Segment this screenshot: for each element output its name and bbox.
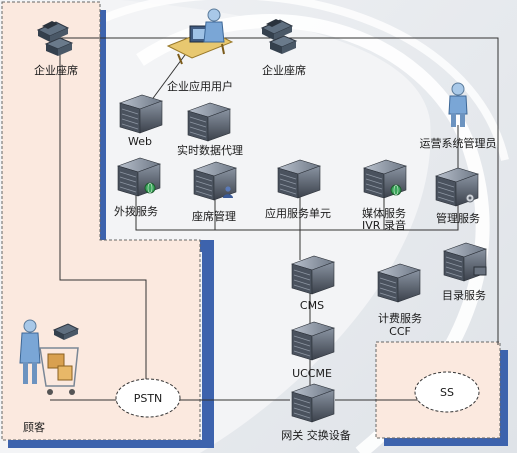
billing-label-2: CCF <box>389 325 411 338</box>
administrator-person-icon <box>448 82 468 127</box>
desktop-computer-icon-right <box>268 35 298 54</box>
billing-server-icon <box>377 263 421 303</box>
phone-icon-right <box>260 19 294 40</box>
customer-label: 顾客 <box>23 421 45 434</box>
background-swoosh <box>120 0 517 453</box>
outbound-server-icon <box>117 157 161 197</box>
mgmt-server-icon <box>435 167 479 207</box>
directory-service-label: 目录服务 <box>442 289 486 302</box>
pstn-label: PSTN <box>133 392 163 405</box>
app-service-unit-label: 应用服务单元 <box>265 207 331 220</box>
seat-mgmt-label: 座席管理 <box>192 210 236 223</box>
media-service-label: 媒体服务 <box>362 207 406 220</box>
seat-mgmt-server-icon <box>193 161 237 201</box>
ss-cloud <box>414 371 480 413</box>
servers <box>117 94 487 423</box>
outbound-label: 外拨服务 <box>114 205 158 218</box>
mgmt-service-label: 管理服务 <box>436 212 480 225</box>
realtime-proxy-server-icon <box>187 102 231 142</box>
directory-server-icon <box>443 242 487 282</box>
seat-left-label: 企业座席 <box>34 64 78 77</box>
ss-label: SS <box>440 386 454 399</box>
seat-right-label: 企业座席 <box>262 64 306 77</box>
realtime-proxy-label: 实时数据代理 <box>177 144 243 157</box>
desktop-computer-icon <box>44 37 74 56</box>
gateway-server-icon <box>291 383 335 423</box>
app-service-server-icon <box>277 159 321 199</box>
cms-label: CMS <box>299 299 325 312</box>
ops-admin-label: 运营系统管理员 <box>419 137 497 150</box>
web-label: Web <box>128 135 152 148</box>
customer-shopping-cart-icon <box>19 319 79 395</box>
cms-server-icon <box>291 255 335 295</box>
pstn-cloud <box>115 378 181 418</box>
billing-label: 计费服务 <box>378 312 422 325</box>
office-user-icon <box>166 8 234 65</box>
ucme-label: UCCME <box>292 367 332 380</box>
left-panel <box>1 1 201 441</box>
background-arc-2 <box>98 0 509 161</box>
gateway-label: 网关 交换设备 <box>281 429 351 442</box>
panel-shadow-bottom <box>8 440 214 448</box>
media-server-icon <box>363 159 407 199</box>
media-service-label-2: IVR 录音 <box>362 219 406 232</box>
customer-phone-icon <box>52 323 80 340</box>
enterprise-user-label: 企业应用用户 <box>167 80 233 93</box>
web-server-icon <box>119 94 163 134</box>
phone-icon <box>36 21 70 42</box>
ucme-server-icon <box>291 321 335 361</box>
panel-shadow <box>100 10 214 448</box>
